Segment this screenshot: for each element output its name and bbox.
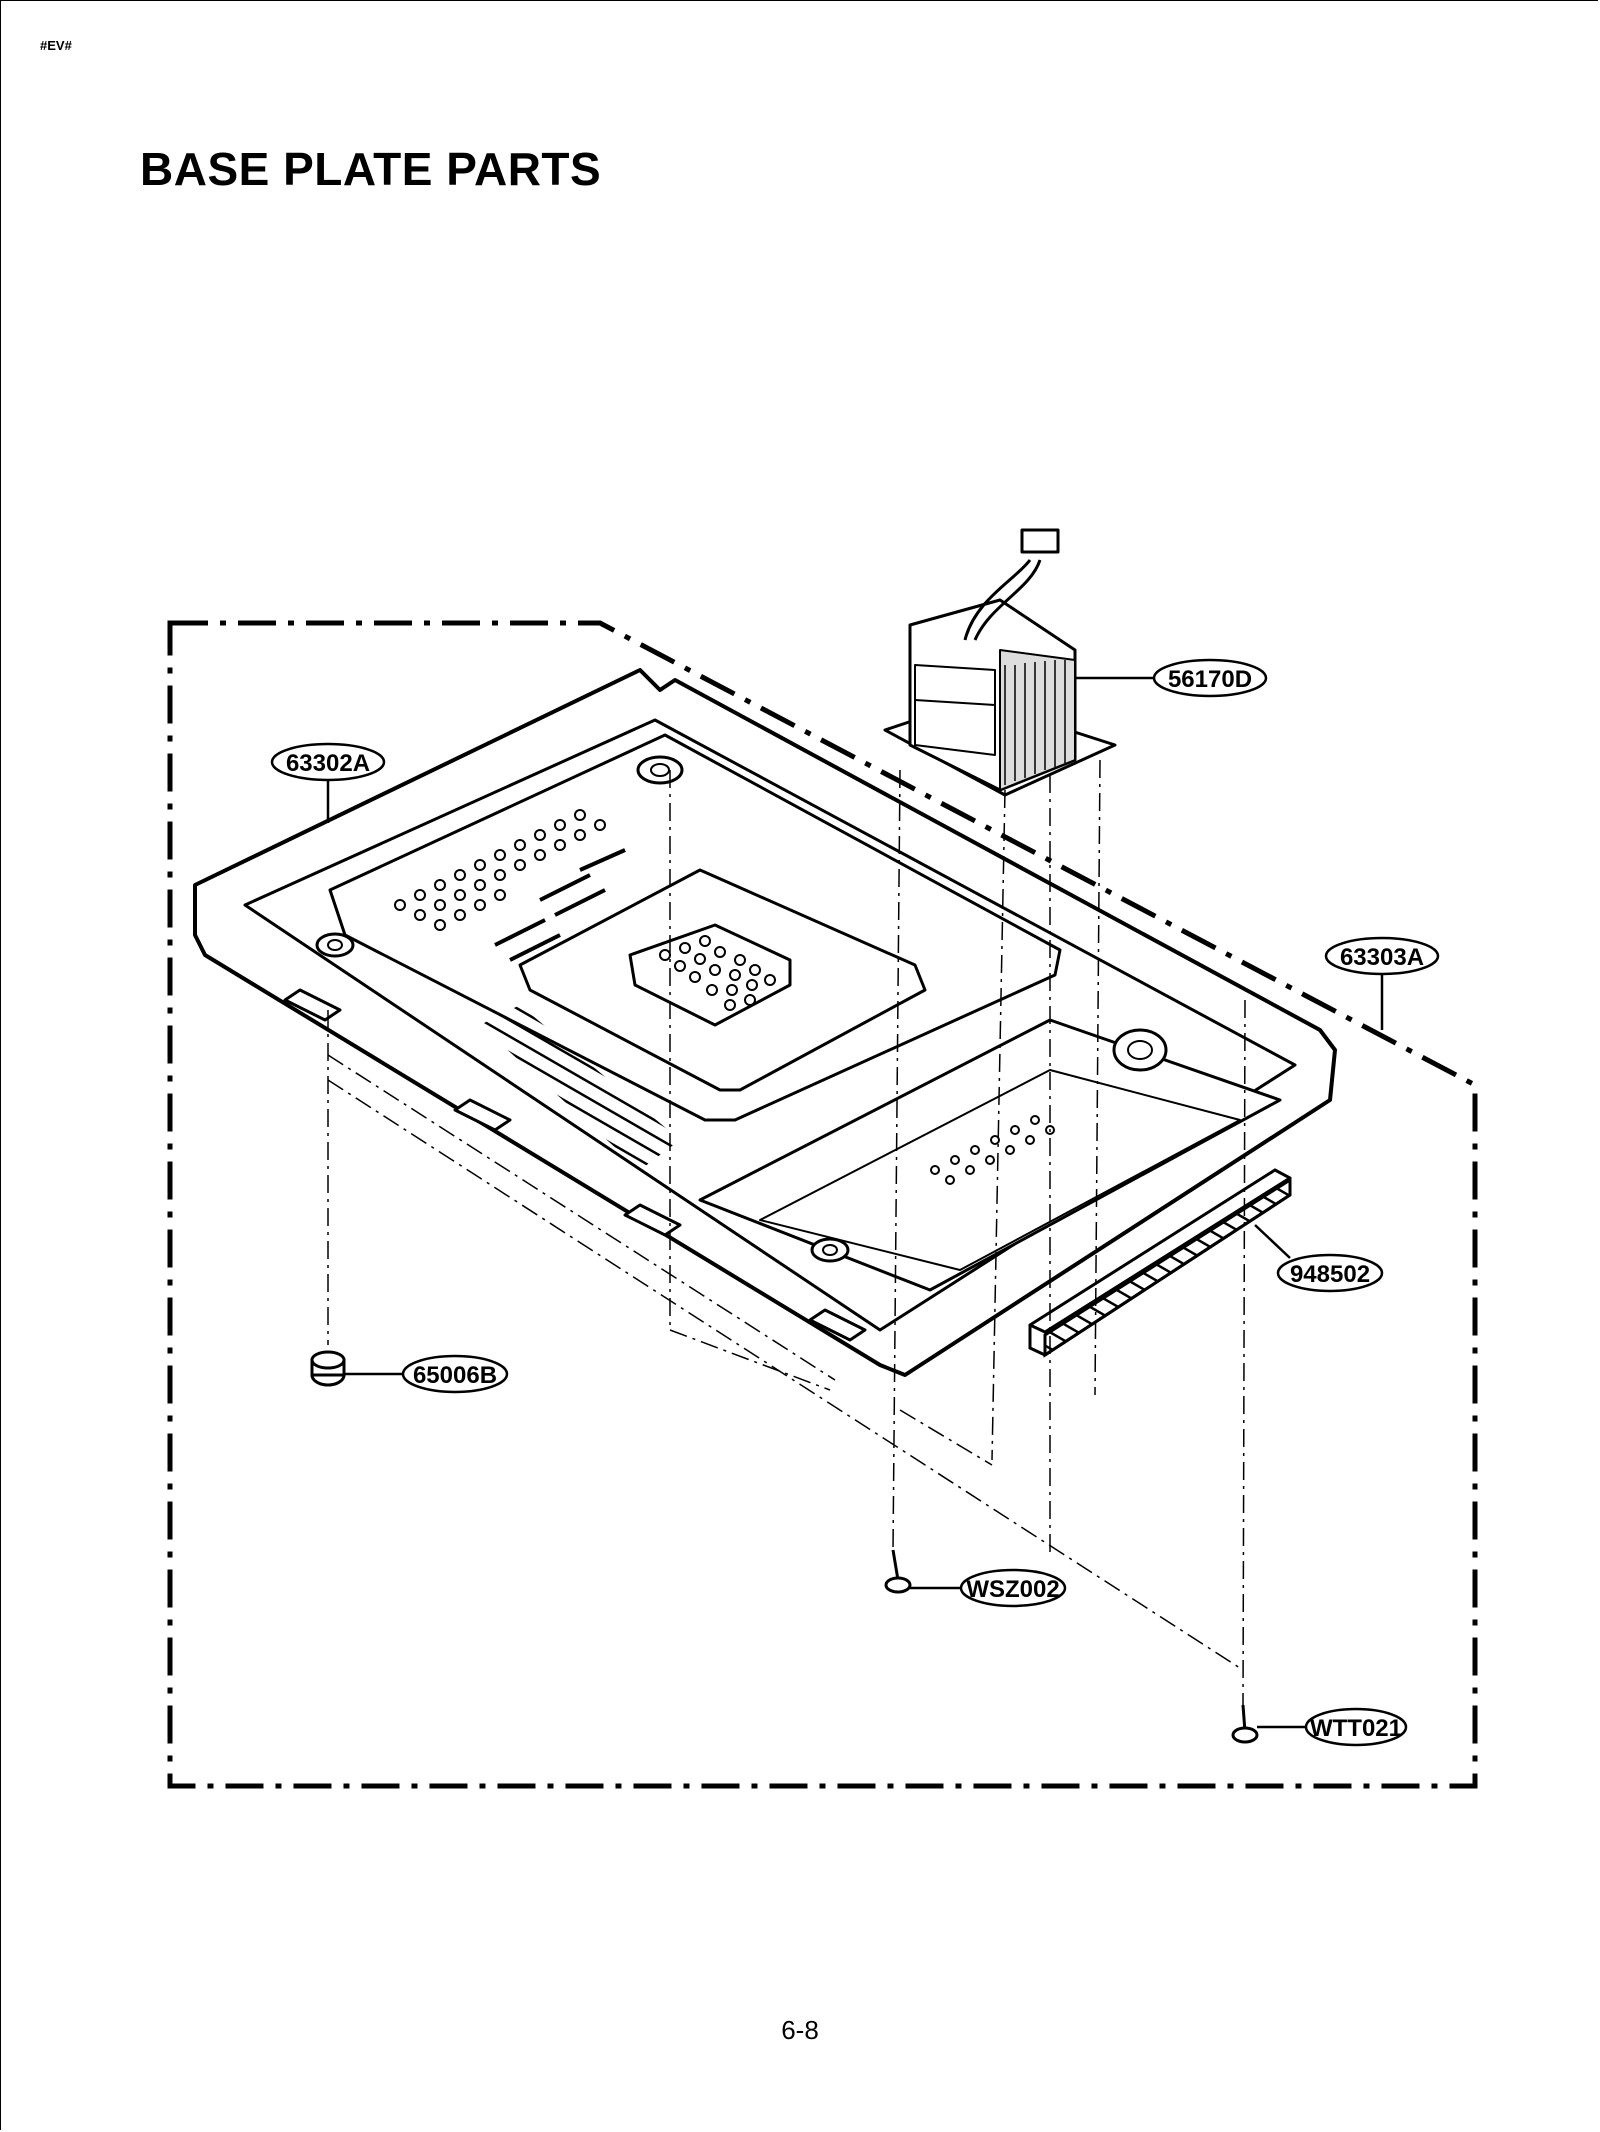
vent-slots-left (494, 848, 626, 962)
page-title: BASE PLATE PARTS (140, 143, 602, 195)
page-number: 6-8 (781, 2015, 819, 2045)
plate-tabs (283, 988, 867, 1342)
vent-holes-left (394, 809, 606, 931)
callout-transformer: 56170D (1075, 658, 1268, 698)
louver-ridges (480, 1005, 680, 1170)
callout-screw-wtt: WTT021 (1257, 1707, 1408, 1747)
screw-wsz (884, 1549, 912, 1594)
transformer (883, 528, 1117, 797)
projection-lines (327, 759, 1246, 1706)
callout-label-65006B: 65006B (413, 1362, 497, 1389)
callout-foot: 65006B (344, 1354, 509, 1394)
foot (310, 1350, 346, 1387)
callout-label-63302A: 63302A (286, 750, 370, 777)
base-plate (193, 668, 1337, 1377)
callout-base-plate-right: 63303A (1324, 936, 1440, 1030)
vent-holes-right (930, 1115, 1055, 1185)
callout-bracket: 948502 (1254, 1224, 1384, 1293)
vent-holes-centre (659, 935, 776, 1011)
callout-label-63303A: 63303A (1340, 944, 1424, 971)
callout-label-WTT021: WTT021 (1310, 1715, 1402, 1742)
callout-label-56170D: 56170D (1168, 666, 1252, 693)
callout-label-948502: 948502 (1290, 1261, 1370, 1288)
screw-wtt (1231, 1704, 1259, 1744)
callout-base-plate-left: 63302A (270, 742, 386, 823)
assembly-boundary (167, 620, 1478, 1789)
bracket (1028, 1168, 1292, 1358)
callout-screw-wsz: WSZ002 (910, 1568, 1067, 1608)
corner-mark: #EV# (40, 38, 72, 53)
callout-label-WSZ002: WSZ002 (966, 1576, 1059, 1603)
